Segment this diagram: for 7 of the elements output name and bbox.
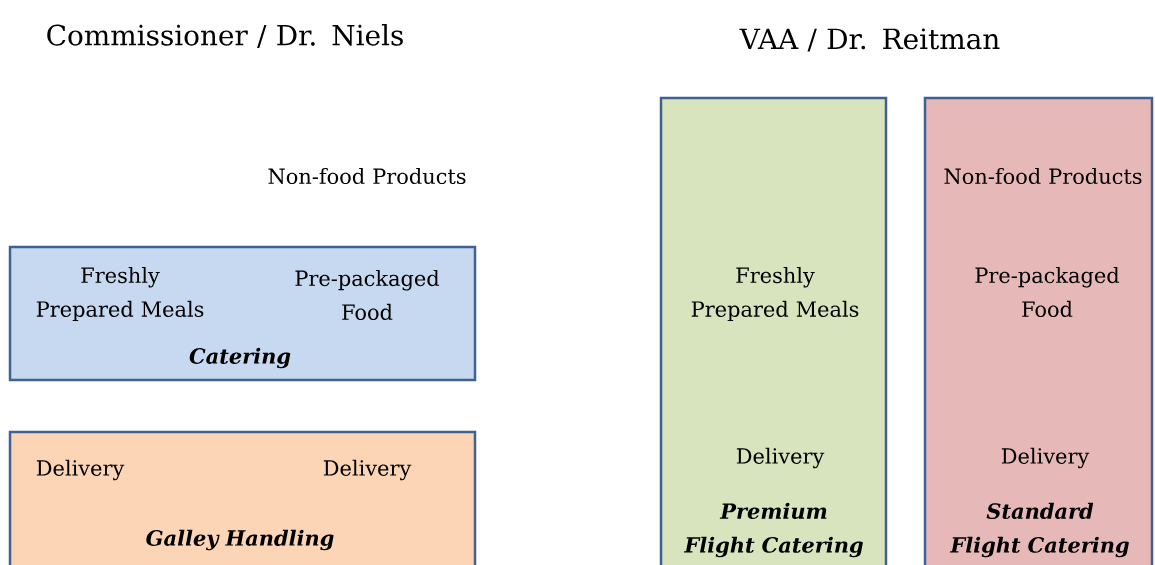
- category-box: Delivery Delivery Galley Handling: [8, 430, 477, 565]
- heading: VAA / Dr. Reitman: [739, 28, 1000, 52]
- category-box: Non-food Products Pre-packaged Food Delivery Standard Flight Catering: [923, 96, 1154, 565]
- category-box: Freshly Prepared Meals Delivery Premium Flight Catering: [659, 96, 888, 565]
- heading: Commissioner / Dr. Niels: [47, 24, 403, 48]
- label-text: Non-food Products: [268, 167, 466, 185]
- category-box: Freshly Prepared Meals Pre-packaged Food Catering: [8, 245, 477, 382]
